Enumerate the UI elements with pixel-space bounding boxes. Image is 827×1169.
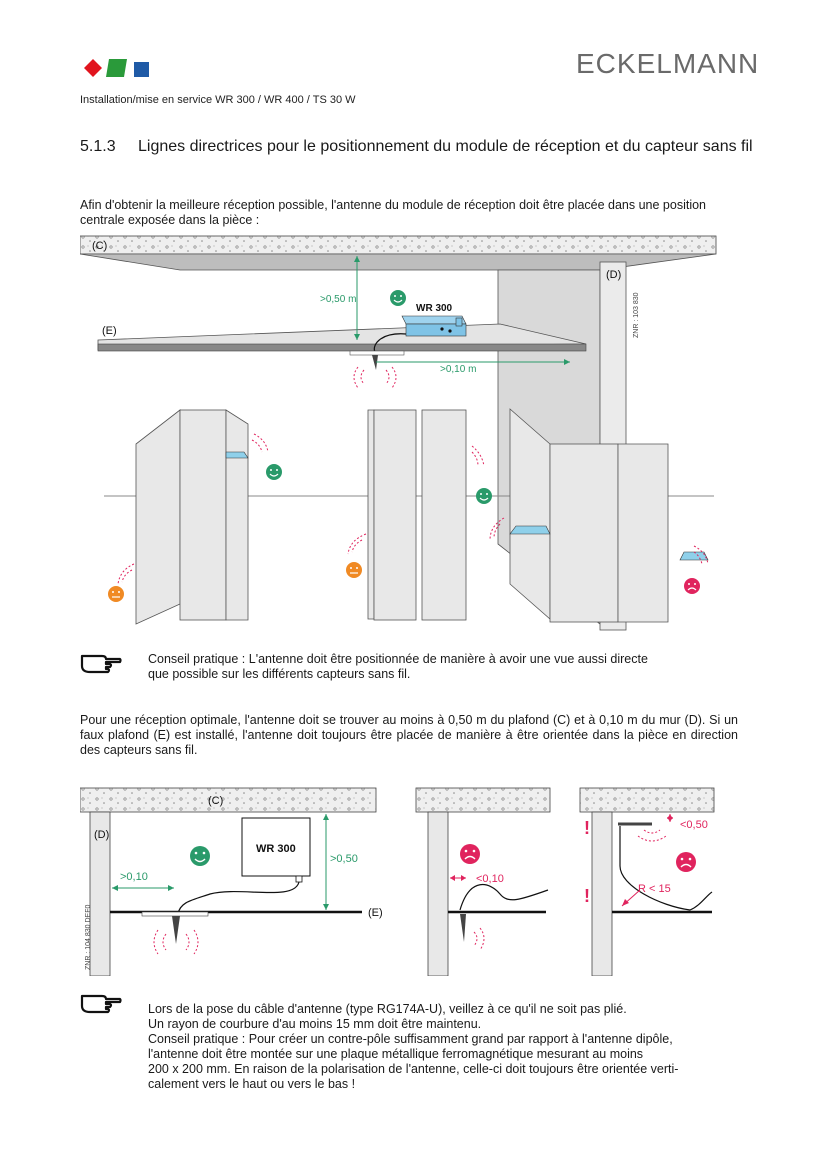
tip-line: l'antenne doit être montée sur une plaqu… (148, 1047, 644, 1061)
smiley-bad-icon (460, 844, 480, 864)
smiley-good-icon (476, 488, 492, 504)
tip-antenna-view: Conseil pratique : L'antenne doit être p… (148, 652, 748, 682)
fig1-wall-label: (D) (606, 269, 621, 281)
eckelmann-logo (84, 59, 149, 77)
smiley-neutral-icon (108, 586, 124, 602)
fig1-dist-ceiling: >0,50 m (320, 294, 356, 305)
pointing-hand-icon (80, 654, 122, 674)
fig2-ref-code: ZNR : 104 830 DEF0 (85, 905, 92, 970)
smiley-bad-icon (684, 578, 700, 594)
placement-paragraph: Pour une réception optimale, l'antenne d… (80, 713, 738, 757)
fig1-ref-code: ZNR : 103 830 (633, 292, 640, 338)
fig1-device-label: WR 300 (416, 303, 453, 314)
tip-line: Un rayon de courbure d'au moins 15 mm do… (148, 1017, 482, 1031)
tip-line: que possible sur les différents capteurs… (148, 667, 411, 681)
tip-line: Conseil pratique : L'antenne doit être p… (148, 652, 648, 666)
warning-icon: ! (584, 886, 590, 906)
smiley-good-icon (190, 846, 210, 866)
fig2-bend-radius: R < 15 (638, 883, 671, 895)
fig2-false-ceiling-label: (E) (368, 907, 383, 919)
smiley-neutral-icon (346, 562, 362, 578)
fig2-device-label: WR 300 (256, 843, 296, 855)
intro-paragraph: Afin d'obtenir la meilleure réception po… (80, 198, 707, 227)
section-title: Lignes directrices pour le positionnemen… (138, 138, 753, 155)
fig1-dist-wall: >0,10 m (440, 364, 476, 375)
pointing-hand-icon (80, 994, 122, 1014)
tip-antenna-cable: Lors de la pose du câble d'antenne (type… (148, 1002, 748, 1092)
fig2-wall-label: (D) (94, 829, 109, 841)
tip-line: Lors de la pose du câble d'antenne (type… (148, 1002, 627, 1016)
warning-icon: ! (584, 818, 590, 838)
tip-line: Conseil pratique : Pour créer un contre-… (148, 1032, 673, 1046)
section-number: 5.1.3 (80, 138, 116, 155)
smiley-bad-icon (676, 852, 696, 872)
tip-line: calement vers le haut ou vers le bas ! (148, 1077, 356, 1091)
fig2-dist-wall: >0,10 (120, 871, 148, 883)
fig2-ceiling-label: (C) (208, 795, 223, 807)
smiley-good-icon (266, 464, 282, 480)
brand-name: ECKELMANN (576, 48, 760, 79)
smiley-good-icon (390, 290, 406, 306)
fig1-false-ceiling-label: (E) (102, 325, 117, 337)
fig1-ceiling-label: (C) (92, 240, 107, 252)
fig2-bad-ceiling: <0,50 (680, 819, 708, 831)
room-placement-diagram: WR 300 >0,50 m >0,10 m (C) (D) (E) ZNR :… (80, 235, 717, 631)
fig2-dist-ceiling: >0,50 (330, 853, 358, 865)
tip-line: 200 x 200 mm. En raison de la polarisati… (148, 1062, 679, 1076)
document-subtitle: Installation/mise en service WR 300 / WR… (80, 94, 356, 106)
distance-detail-diagrams: WR 300 >0,50 >0,10 (C) (D) (E) ZNR : 104… (80, 787, 715, 976)
fig2-bad-wall: <0,10 (476, 873, 504, 885)
